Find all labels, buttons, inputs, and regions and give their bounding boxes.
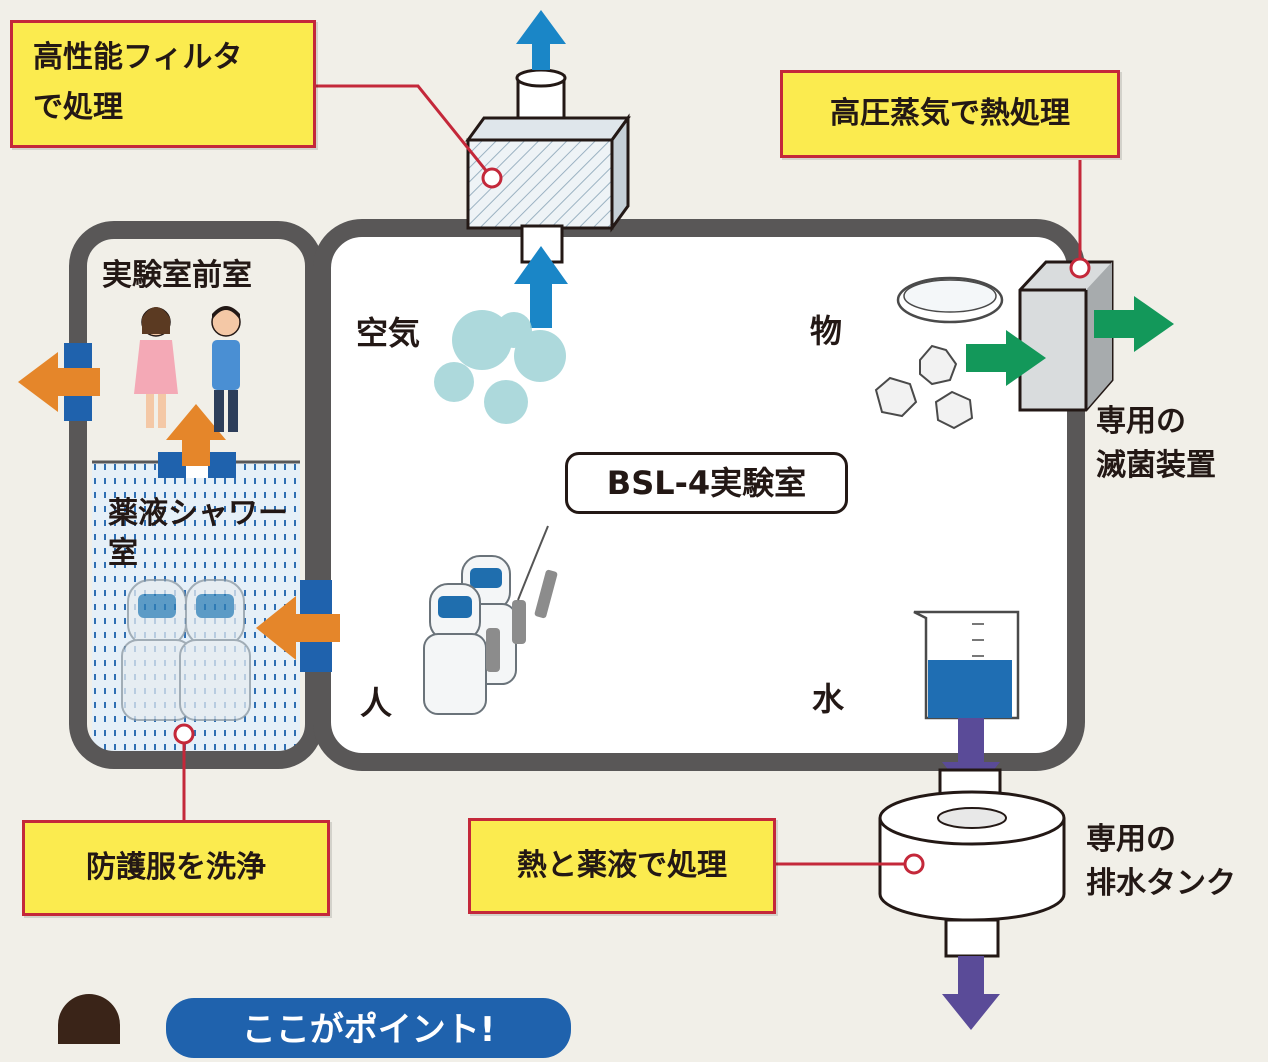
autoclave-label: 高圧蒸気で熱処理 <box>830 96 1070 131</box>
air-label: 空気 <box>356 314 421 352</box>
sterilizer-label-line1: 専用の <box>1096 404 1186 439</box>
sterilizer-label: 専用の 滅菌装置 <box>1096 400 1216 488</box>
exit-arrow-up <box>166 404 226 466</box>
protective-suit-icon <box>423 525 558 715</box>
filter-label-line1: 高性能フィルタ <box>33 40 243 75</box>
person-label: 人 <box>360 684 393 722</box>
beaker-icon <box>913 610 1020 720</box>
shower-label-line1: 薬液シャワー <box>108 496 288 531</box>
filter-label-line2: で処理 <box>33 90 123 125</box>
lab-title: BSL-4実験室 <box>565 452 848 514</box>
cloud-icon <box>434 310 566 424</box>
autoclave-callout: 高圧蒸気で熱処理 <box>780 70 1120 158</box>
objects-label: 物 <box>810 312 843 350</box>
filter-callout: 高性能フィルタ で処理 <box>10 20 316 148</box>
wash-suit-callout: 防護服を洗浄 <box>22 820 330 916</box>
object-in-arrow <box>966 330 1046 386</box>
callout-dots <box>173 167 1091 875</box>
shower-label-line2: 室 <box>108 536 138 571</box>
exit-arrow-shower <box>256 596 340 660</box>
tank-label: 専用の 排水タンク <box>1086 818 1236 906</box>
exit-arrow-left <box>18 352 100 412</box>
water-label: 水 <box>812 680 845 718</box>
petri-dish-icon <box>896 276 1004 324</box>
callout-lines <box>182 84 1082 866</box>
shower-label: 薬液シャワー 室 <box>108 494 288 574</box>
anteroom-label: 実験室前室 <box>102 258 252 293</box>
point-badge: ここがポイント! <box>166 998 571 1058</box>
tank-label-line2: 排水タンク <box>1086 866 1236 901</box>
waste-icon <box>874 344 974 430</box>
heat-chemical-label: 熱と薬液で処理 <box>517 848 727 883</box>
wash-suit-label: 防護服を洗浄 <box>86 850 266 885</box>
air-out-arrow <box>516 10 566 70</box>
air-in-arrow <box>514 246 568 328</box>
tank-label-line1: 専用の <box>1086 822 1176 857</box>
water-drain-arrow <box>942 956 1000 1030</box>
drain-tank-icon <box>878 768 1066 958</box>
sterilizer-label-line2: 滅菌装置 <box>1096 448 1216 483</box>
heat-chemical-callout: 熱と薬液で処理 <box>468 818 776 914</box>
person-icon <box>134 306 241 432</box>
protective-suit-icon <box>121 579 251 721</box>
object-out-arrow <box>1094 296 1174 352</box>
sterilizer-icon <box>1018 260 1114 412</box>
